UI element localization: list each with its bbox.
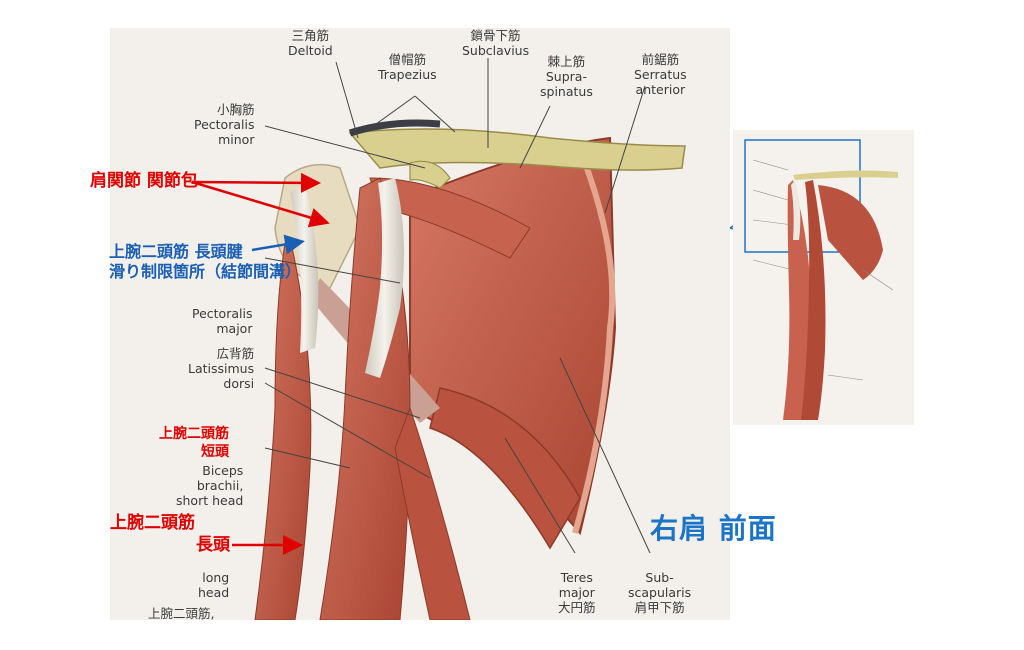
thumbnail-illustration xyxy=(744,139,898,420)
long-tendon-annotation: 上腕二頭筋 長頭腱 滑り制限箇所（結節間溝） xyxy=(109,242,302,281)
biceps-long-head-label: long head xyxy=(198,570,230,600)
pectoralis-major-label: Pectoralis major xyxy=(192,306,253,336)
latissimus-label: 広背筋 Latissimus dorsi xyxy=(188,346,255,391)
short-head-annotation: 上腕二頭筋 短頭 xyxy=(159,426,229,460)
trapezius-label: 僧帽筋 Trapezius xyxy=(378,52,437,82)
anatomy-panel: 三角筋 Deltoid 僧帽筋 Trapezius 鎖骨下筋 Subclaviu… xyxy=(110,28,730,621)
trapezius-edge xyxy=(348,119,441,137)
serratus-label: 前鋸筋 Serratus anterior xyxy=(634,52,687,97)
deltoid-label: 三角筋 Deltoid xyxy=(288,28,333,58)
pectoralis-minor-label: 小胸筋 Pectoralis minor xyxy=(194,102,255,147)
supraspinatus-label: 棘上筋 Supra- spinatus xyxy=(540,54,593,99)
view-title: 右肩 前面 xyxy=(650,512,777,545)
capsule-annotation: 肩関節 関節包 xyxy=(90,171,198,191)
full-arm-thumbnail xyxy=(733,130,914,425)
clavicle-bone xyxy=(348,128,686,171)
biceps-bottom-label: 上腕二頭筋, xyxy=(148,606,215,621)
biceps-short-head-label: Biceps brachii, short head xyxy=(176,463,244,508)
coracobrachialis-muscle xyxy=(394,406,471,620)
serratus-edge xyxy=(572,161,616,534)
subclavius-label: 鎖骨下筋 Subclavius xyxy=(462,28,530,58)
long-head-annotation-2: 長頭 xyxy=(196,535,230,555)
biceps-short-head-tendon xyxy=(365,178,404,378)
long-head-annotation-1: 上腕二頭筋 xyxy=(110,513,195,533)
pectoralis-minor-muscle xyxy=(369,177,531,259)
coracoid-process xyxy=(409,160,451,189)
teres-major-muscle xyxy=(429,387,581,550)
teres-major-label: Teres major 大円筋 xyxy=(558,570,596,615)
subscapularis-label: Sub- scapularis 肩甲下筋 xyxy=(628,570,692,615)
biceps-long-head xyxy=(254,237,312,620)
shoulder-anatomy-illustration xyxy=(254,58,686,620)
